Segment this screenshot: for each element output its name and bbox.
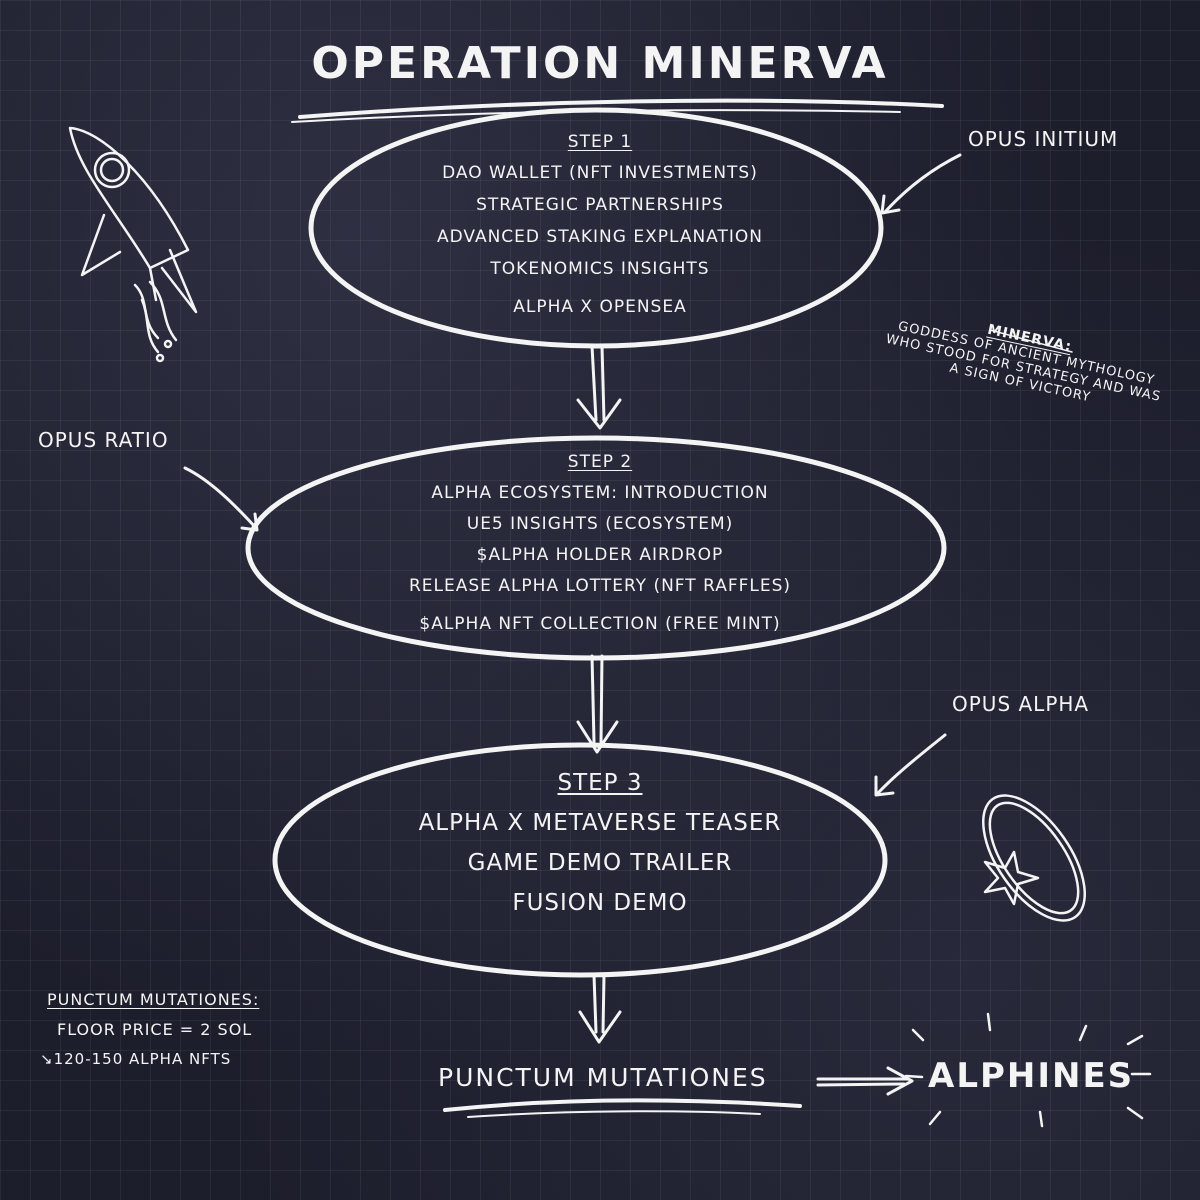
step3-item: GAME DEMO TRAILER xyxy=(467,850,733,876)
milestone-underline xyxy=(443,1098,802,1112)
step1-ellipse xyxy=(308,107,884,349)
burst-icon xyxy=(904,1012,1152,1128)
title-underline xyxy=(298,98,944,119)
step2-item: $ALPHA HOLDER AIRDROP xyxy=(476,545,724,565)
ring-star-icon xyxy=(982,794,1086,922)
step2-heading: STEP 2 xyxy=(567,452,633,472)
arrow-opus-alpha xyxy=(874,733,947,797)
arrow-down-right-icon: ↘ xyxy=(40,1050,54,1068)
arrow-step1-to-step2 xyxy=(576,344,622,430)
step2-item: UE5 INSIGHTS (ECOSYSTEM) xyxy=(466,514,734,534)
rocket-icon xyxy=(68,126,198,363)
step2-item: RELEASE ALPHA LOTTERY (NFT RAFFLES) xyxy=(408,576,792,596)
arrow-step3-to-milestone xyxy=(578,973,622,1044)
step2-item: $ALPHA NFT COLLECTION (FREE MINT) xyxy=(419,614,781,634)
arrow-step2-to-step3 xyxy=(576,654,619,754)
step1-item: ALPHA X OPENSEA xyxy=(513,297,687,317)
punctum-note-count: ↘120-150 ALPHA NFTS xyxy=(40,1050,231,1068)
opus-ratio-label: OPUS RATIO xyxy=(38,428,169,452)
punctum-note-count-text: 120-150 ALPHA NFTS xyxy=(53,1050,232,1068)
punctum-note-floor: FLOOR PRICE = 2 SOL xyxy=(57,1020,253,1039)
step1-heading: STEP 1 xyxy=(567,132,633,152)
step1-item: TOKENOMICS INSIGHTS xyxy=(490,259,710,279)
step2-ellipse xyxy=(245,435,947,661)
punctum-note-heading: PUNCTUM MUTATIONES: xyxy=(47,990,260,1009)
arrow-opus-initium xyxy=(880,153,962,215)
step1-item: ADVANCED STAKING EXPLANATION xyxy=(436,227,763,247)
step3-heading: STEP 3 xyxy=(557,770,643,796)
alphines-label: ALPHINES xyxy=(928,1056,1135,1096)
step1-item: DAO WALLET (NFT INVESTMENTS) xyxy=(442,163,758,183)
step3-item: FUSION DEMO xyxy=(512,890,688,916)
step3-ellipse xyxy=(272,742,888,978)
page-title: OPERATION MINERVA xyxy=(311,38,889,89)
opus-alpha-label: OPUS ALPHA xyxy=(952,692,1090,716)
step3-item: ALPHA X METAVERSE TEASER xyxy=(418,810,782,836)
step1-item: STRATEGIC PARTNERSHIPS xyxy=(476,195,724,215)
milestone-label: PUNCTUM MUTATIONES xyxy=(438,1063,768,1092)
step2-item: ALPHA ECOSYSTEM: INTRODUCTION xyxy=(431,483,769,503)
arrow-to-alphines xyxy=(816,1066,914,1096)
opus-initium-label: OPUS INITIUM xyxy=(968,127,1119,151)
arrow-opus-ratio xyxy=(183,466,259,532)
